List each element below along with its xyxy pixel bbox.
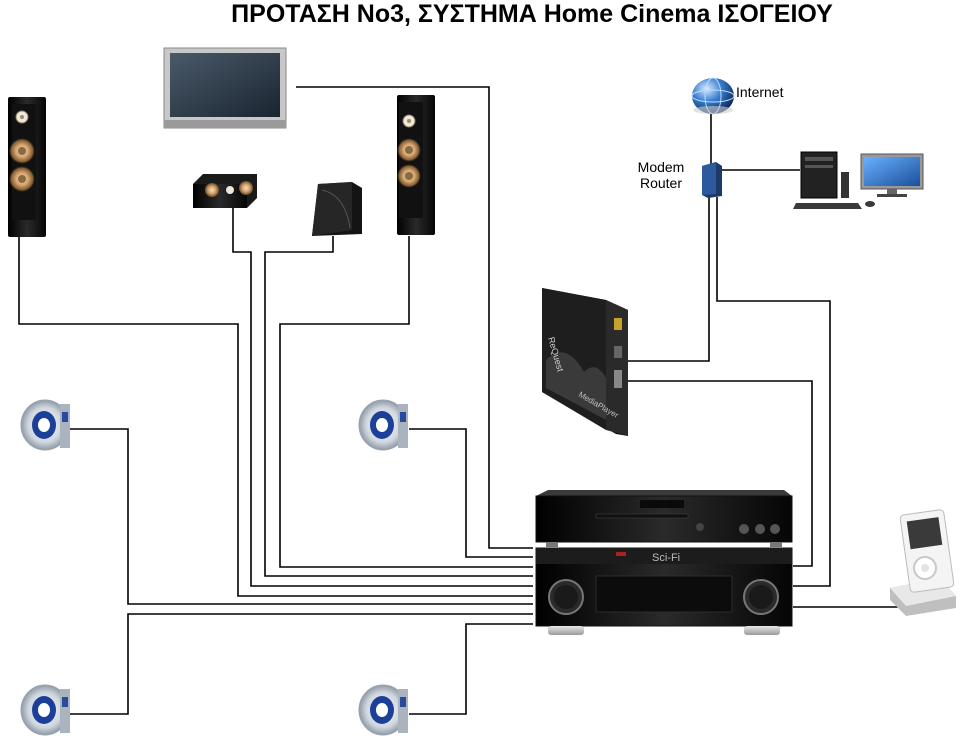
cable-ceiling-speaker-4	[409, 623, 533, 715]
av-receiver-icon: Sci-Fi	[535, 547, 793, 635]
modem-label: Modem Router	[632, 159, 690, 191]
cable-ceiling-speaker-3	[70, 613, 533, 715]
bluray-player-icon	[535, 490, 793, 547]
ceiling-speaker-4-icon	[358, 684, 408, 736]
receiver-display-text: Sci-Fi	[652, 552, 680, 564]
cable-ceiling-speaker-1	[70, 428, 533, 605]
center-speaker-icon	[193, 174, 257, 208]
page-title: ΠΡΟΤΑΣΗ Νο3, ΣΥΣΤΗΜΑ Home Cinema ΙΣΟΓΕΙΟ…	[231, 0, 833, 28]
media-player-icon: ReQuest MediaPlayer	[542, 288, 628, 436]
cable-modem-mediaplayer	[622, 197, 710, 362]
ceiling-speaker-1-icon	[20, 399, 70, 451]
cable-subwoofer	[264, 236, 533, 577]
cable-front-right-speaker	[279, 236, 533, 568]
cable-tv	[296, 86, 533, 549]
front-right-speaker-icon	[397, 95, 435, 235]
cable-modem-receiver	[716, 197, 831, 587]
cable-ceiling-speaker-2	[409, 428, 533, 558]
modem-label-line1: Modem	[637, 159, 685, 175]
ipod-dock-icon	[890, 509, 956, 616]
subwoofer-icon	[312, 182, 362, 236]
front-left-speaker-icon	[8, 97, 46, 237]
cables	[18, 86, 912, 715]
modem-label-line2: Router	[639, 175, 683, 191]
cable-center-speaker	[232, 206, 533, 587]
ceiling-speaker-2-icon	[358, 399, 408, 451]
cable-front-left-speaker	[18, 236, 533, 597]
cable-mediaplayer-receiver	[628, 380, 813, 567]
computer-icon	[793, 151, 924, 209]
tv-icon	[163, 47, 287, 129]
ceiling-speaker-3-icon	[20, 684, 70, 736]
modem-router-icon	[702, 162, 722, 198]
internet-globe-icon	[691, 77, 735, 115]
internet-label: Internet	[736, 84, 784, 100]
